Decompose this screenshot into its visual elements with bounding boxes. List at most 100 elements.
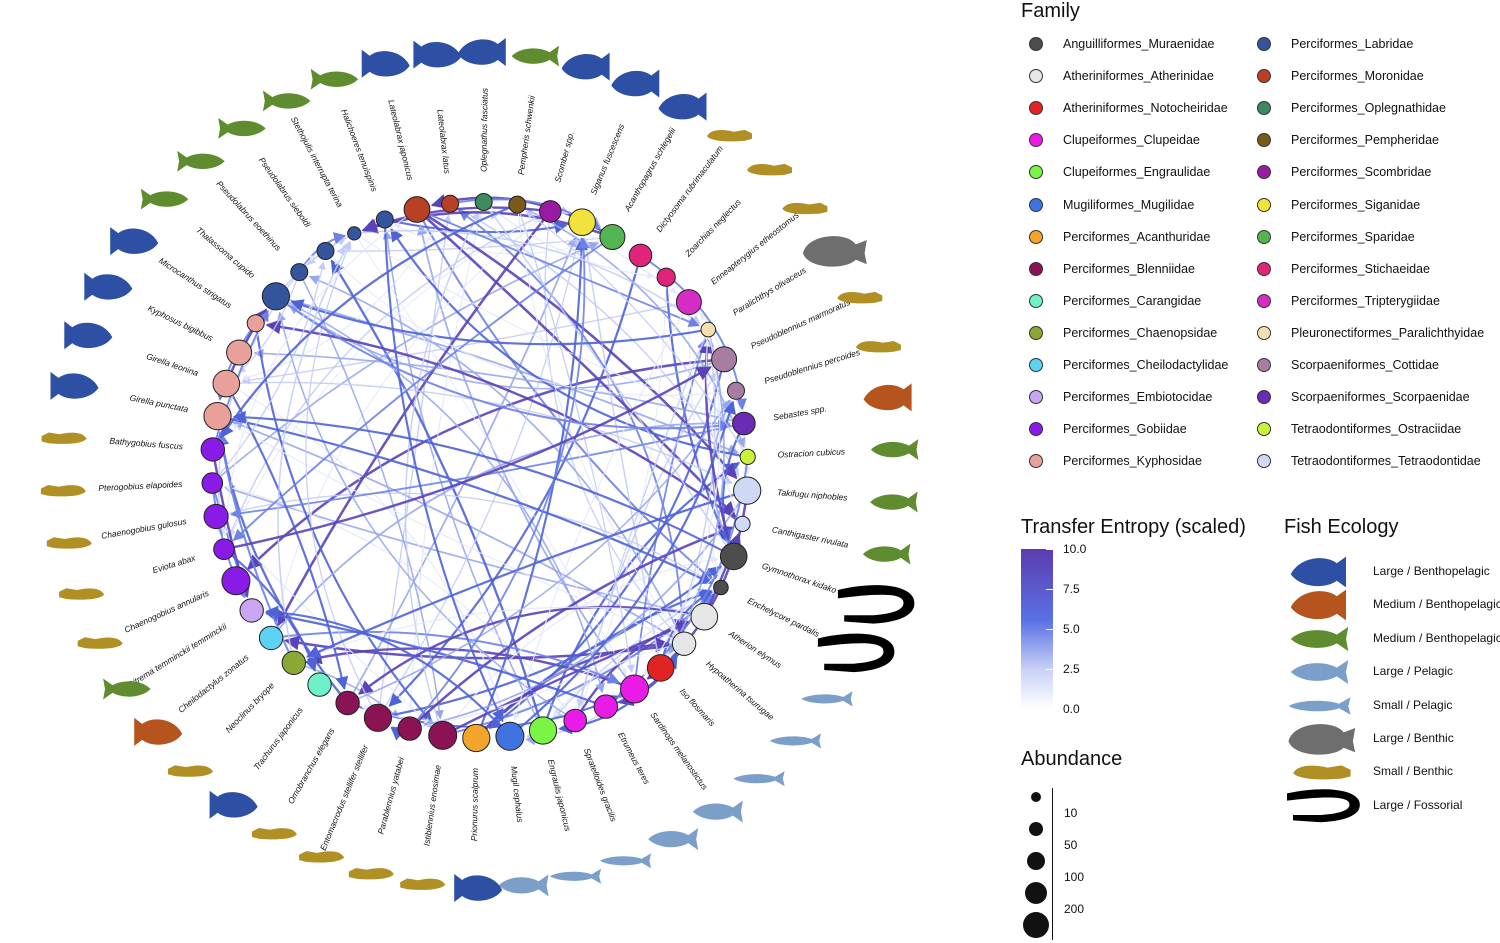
species-node[interactable]: [732, 411, 756, 436]
species-node[interactable]: [719, 542, 748, 571]
family-legend-item: Perciformes_Acanthuridae: [1029, 229, 1210, 244]
species-node[interactable]: [258, 625, 284, 651]
transfer-entropy-edge: [226, 381, 733, 484]
family-color-swatch: [1257, 325, 1271, 340]
transfer-entropy-edge: [333, 258, 737, 396]
abundance-tick-label: 200: [1064, 902, 1085, 916]
species-node[interactable]: [335, 690, 360, 716]
colorbar-tick: [1046, 589, 1053, 590]
family-legend-label: Perciformes_Gobiidae: [1063, 422, 1187, 437]
family-legend-label: Perciformes_Cheilodactylidae: [1063, 358, 1229, 372]
transfer-entropy-edge: [512, 301, 690, 721]
family-legend-label: Perciformes_Siganidae: [1291, 197, 1421, 212]
family-color-swatch: [1029, 261, 1043, 276]
transfer-entropy-edge: [231, 423, 685, 645]
species-node[interactable]: [441, 194, 460, 213]
species-node[interactable]: [700, 321, 717, 338]
species-node[interactable]: [213, 538, 235, 561]
family-legend-label: Perciformes_Chaenopsidae: [1063, 325, 1218, 340]
family-legend-label: Tetraodontiformes_Tetraodontidae: [1291, 454, 1481, 469]
species-node[interactable]: [474, 193, 493, 211]
species-node[interactable]: [261, 282, 290, 311]
fish-icons: [40, 38, 919, 902]
species-node[interactable]: [226, 339, 253, 366]
species-node[interactable]: [739, 448, 756, 465]
family-legend-label: Clupeiformes_Clupeidae: [1063, 133, 1200, 148]
species-node[interactable]: [599, 224, 626, 250]
species-node[interactable]: [290, 263, 309, 282]
family-legend-item: Scorpaeniformes_Scorpaenidae: [1257, 390, 1470, 405]
species-node[interactable]: [646, 654, 675, 682]
large-fossorial-fish-icon: [817, 633, 895, 673]
species-node[interactable]: [713, 579, 729, 596]
network-diagram: Stethojulis interrupta terinaHalichoeres…: [40, 38, 919, 902]
transfer-entropy-edge: [270, 417, 731, 639]
species-node[interactable]: [212, 369, 241, 398]
family-color-swatch: [1029, 133, 1043, 148]
family-color-swatch: [1257, 293, 1271, 308]
transfer-entropy-edge: [416, 208, 700, 327]
species-node[interactable]: [508, 195, 527, 214]
species-node[interactable]: [539, 200, 562, 223]
transfer-entropy-edge: [275, 295, 605, 694]
ecology-fish-icon: [1287, 788, 1360, 822]
ecology-fish-icon: [1290, 660, 1349, 685]
species-node[interactable]: [239, 598, 264, 623]
species-node[interactable]: [281, 650, 306, 675]
species-node[interactable]: [734, 515, 751, 533]
species-node[interactable]: [568, 208, 596, 236]
species-label: Stethojulis interrupta terina: [289, 115, 345, 209]
ecology-fish-icon: [1288, 696, 1351, 715]
medium-benthopelagic-green-fish-icon: [870, 439, 919, 461]
species-node[interactable]: [428, 720, 458, 750]
species-node[interactable]: [628, 243, 653, 268]
species-node[interactable]: [690, 602, 719, 631]
species-node[interactable]: [727, 381, 745, 400]
species-node[interactable]: [403, 196, 431, 223]
species-node[interactable]: [675, 289, 702, 316]
large-benthic-fish-icon: [803, 236, 867, 267]
transfer-entropy-edge: [276, 311, 576, 722]
family-legend-label: Perciformes_Labridae: [1291, 37, 1414, 51]
species-node[interactable]: [656, 267, 676, 287]
medium-benthopelagic-green-fish-icon: [218, 117, 266, 139]
species-node[interactable]: [397, 716, 422, 741]
species-node[interactable]: [347, 226, 362, 241]
family-legend-item: Atheriniformes_Notocheiridae: [1029, 101, 1228, 116]
species-node[interactable]: [203, 503, 229, 530]
species-node[interactable]: [495, 721, 525, 751]
large-benthopelagic-fish-icon: [611, 69, 660, 98]
transfer-entropy-edge: [217, 414, 713, 585]
species-node[interactable]: [375, 210, 394, 229]
species-node[interactable]: [671, 631, 697, 656]
species-node[interactable]: [307, 672, 332, 697]
species-label: Sebastes spp.: [773, 403, 828, 422]
species-node[interactable]: [201, 472, 224, 494]
species-node[interactable]: [528, 716, 558, 745]
ecology-legend-label: Large / Pelagic: [1373, 664, 1454, 679]
species-node[interactable]: [711, 346, 738, 373]
species-node[interactable]: [316, 242, 335, 260]
family-color-swatch: [1029, 390, 1043, 405]
species-node[interactable]: [462, 723, 491, 753]
species-node[interactable]: [203, 402, 232, 431]
family-legend-label: Scorpaeniformes_Cottidae: [1291, 358, 1439, 372]
abundance-size-dot: [1031, 792, 1041, 802]
small-benthic-fish-icon: [168, 765, 213, 777]
transfer-entropy-edge: [475, 237, 588, 739]
large-benthopelagic-fish-icon: [413, 40, 462, 69]
species-label: Engraulis japonicus: [546, 758, 573, 833]
species-label: Prionurus scalprum: [469, 768, 480, 841]
species-label: Girella leonina: [145, 351, 200, 378]
species-node[interactable]: [221, 566, 251, 596]
species-node[interactable]: [620, 674, 649, 704]
species-node[interactable]: [363, 703, 392, 732]
transfer-entropy-edge: [384, 218, 568, 234]
species-node[interactable]: [200, 437, 226, 462]
transfer-entropy-edge: [223, 366, 712, 551]
species-node[interactable]: [733, 476, 762, 505]
species-node[interactable]: [563, 708, 588, 733]
species-node[interactable]: [246, 314, 265, 333]
species-node[interactable]: [593, 694, 618, 719]
species-label: Zoarchias neglectus: [682, 196, 743, 259]
